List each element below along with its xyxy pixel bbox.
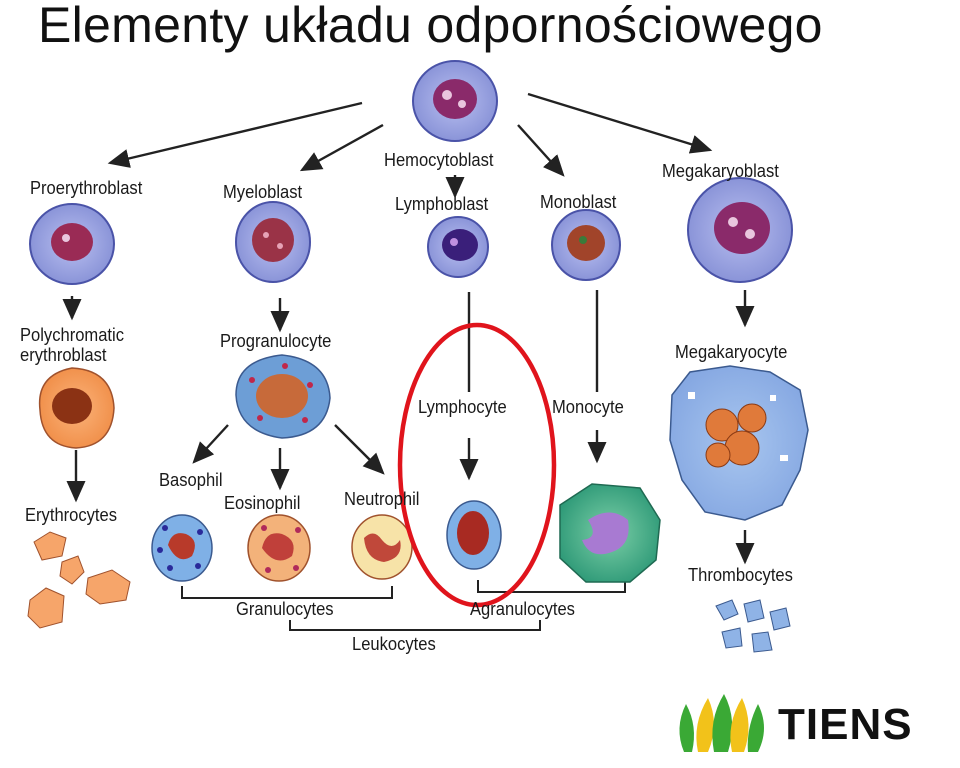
lymphocyte-cell xyxy=(446,500,502,570)
label-eosinophil: Eosinophil xyxy=(224,493,301,513)
megakaryoblast-cell xyxy=(687,177,793,283)
tiens-leaf-icon xyxy=(679,694,764,752)
label-megakaryocyte: Megakaryocyte xyxy=(675,342,788,362)
label-agranulocytes: Agranulocytes xyxy=(470,599,575,619)
label-hemocytoblast: Hemocytoblast xyxy=(384,150,494,170)
lymphoblast-cell xyxy=(427,216,489,278)
page-title: Elementy układu odpornościowego xyxy=(38,0,823,53)
label-myeloblast: Myeloblast xyxy=(223,182,303,202)
progranulocyte-cell xyxy=(235,354,331,439)
eosinophil-cell xyxy=(247,514,311,582)
arrow-to-neutrophil xyxy=(334,424,385,475)
polychromatic-erythroblast-cell xyxy=(38,367,115,449)
label-megakaryoblast: Megakaryoblast xyxy=(662,161,779,181)
lymphocyte-highlight-circle xyxy=(397,322,557,608)
tiens-logo: TIENS xyxy=(672,690,952,762)
proerythroblast-cell xyxy=(29,203,115,285)
myeloblast-cell xyxy=(235,201,311,283)
label-progranulocyte: Progranulocyte xyxy=(220,331,332,351)
label-thrombocytes: Thrombocytes xyxy=(688,565,793,585)
arrow-to-monoblast xyxy=(517,124,565,177)
hemocytoblast-cell xyxy=(412,60,498,142)
thrombocytes-cells xyxy=(715,599,791,653)
label-basophil: Basophil xyxy=(159,470,223,490)
label-monocyte: Monocyte xyxy=(552,397,624,417)
label-erythrocytes: Erythrocytes xyxy=(25,505,118,525)
monoblast-cell xyxy=(551,209,621,281)
granulocytes-bracket xyxy=(181,586,393,599)
megakaryocyte-cell xyxy=(669,365,809,521)
leukocytes-bracket xyxy=(289,620,541,631)
arrow-to-myeloblast xyxy=(299,123,384,172)
label-leukocytes: Leukocytes xyxy=(352,634,436,654)
label-neutrophil: Neutrophil xyxy=(344,489,420,509)
neutrophil-cell xyxy=(351,514,413,580)
monocyte-cell xyxy=(559,483,661,583)
arrow-to-proerythroblast xyxy=(107,101,363,168)
brackets xyxy=(181,580,626,631)
arrows xyxy=(62,92,755,565)
tiens-logo-text: TIENS xyxy=(778,700,913,749)
label-polychromatic-1: Polychromatic xyxy=(20,325,125,345)
label-lymphocyte: Lymphocyte xyxy=(418,397,507,417)
arrow-to-basophil xyxy=(192,424,229,464)
basophil-cell xyxy=(151,514,213,582)
label-monoblast: Monoblast xyxy=(540,192,617,212)
label-lymphoblast: Lymphoblast xyxy=(395,194,489,214)
label-proerythroblast: Proerythroblast xyxy=(30,178,143,198)
agranulocytes-bracket xyxy=(477,580,626,593)
label-granulocytes: Granulocytes xyxy=(236,599,334,619)
label-polychromatic-2: erythroblast xyxy=(20,345,107,365)
arrow-to-megakaryoblast xyxy=(527,92,713,154)
erythrocytes-cells xyxy=(27,531,131,629)
